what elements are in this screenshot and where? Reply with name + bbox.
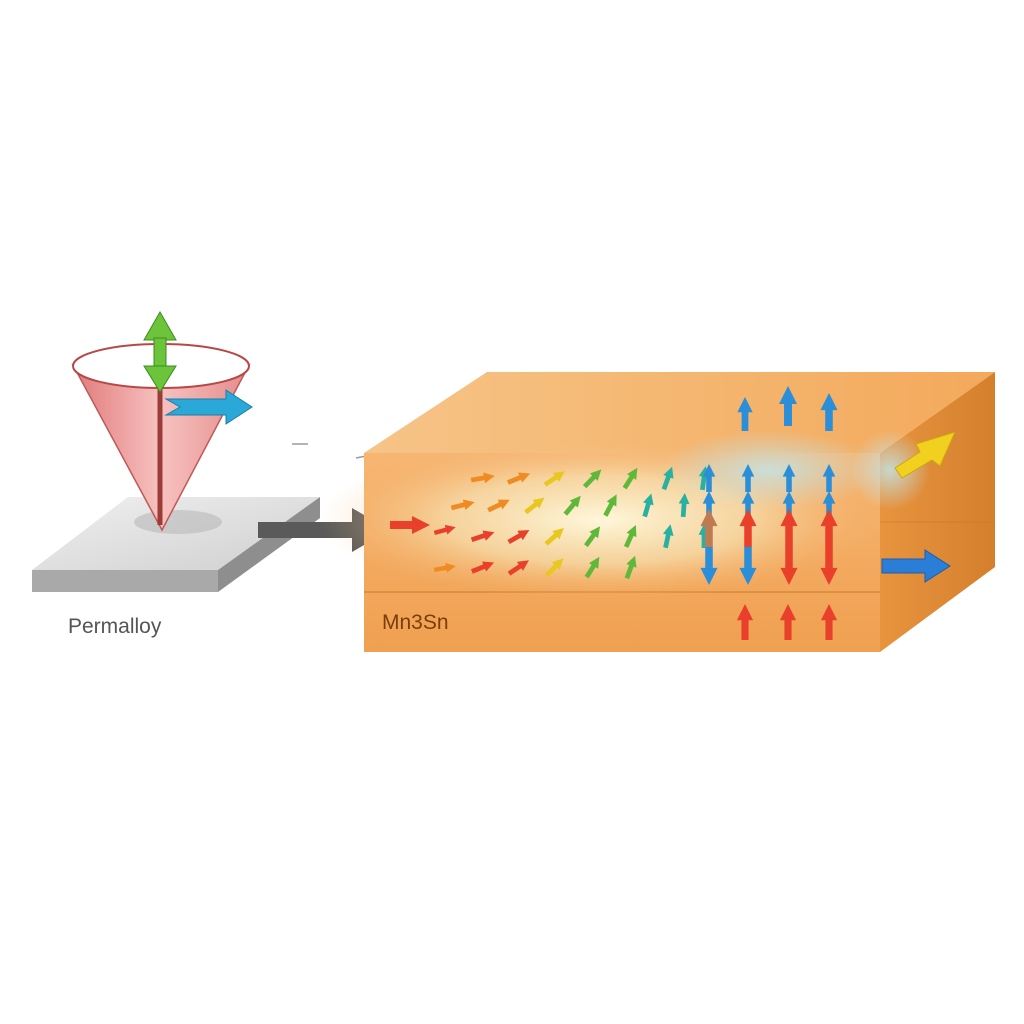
spin-arrow bbox=[470, 472, 495, 484]
spin-arrow-up bbox=[737, 397, 753, 431]
spin-arrow-field bbox=[390, 386, 838, 640]
spin-arrow-up bbox=[741, 464, 755, 492]
spin-arrow-up bbox=[779, 386, 797, 426]
spin-arrow bbox=[433, 524, 456, 535]
cone-shadow bbox=[134, 510, 222, 534]
mn3sn-label: Mn3Sn bbox=[382, 611, 449, 634]
spin-arrow-up bbox=[702, 464, 716, 492]
spin-arrow bbox=[507, 560, 529, 576]
blue-arrow-icon bbox=[164, 389, 253, 425]
spin-arrow bbox=[506, 472, 531, 485]
spin-arrow bbox=[642, 493, 654, 518]
spin-arrow bbox=[543, 471, 565, 487]
spin-arrow bbox=[623, 525, 637, 548]
yellow-output-arrow-icon bbox=[894, 431, 956, 479]
spin-arrow-up bbox=[700, 509, 718, 547]
spin-arrow-up bbox=[820, 604, 838, 640]
spin-arrow-up bbox=[782, 491, 796, 519]
spin-arrow bbox=[662, 524, 674, 549]
spin-arrow-down bbox=[700, 547, 718, 585]
spin-arrow-down bbox=[780, 547, 798, 585]
spin-arrow-up bbox=[820, 393, 838, 431]
spin-arrow bbox=[584, 556, 600, 579]
spin-arrow-down bbox=[820, 547, 838, 585]
spin-arrow bbox=[544, 527, 564, 546]
spin-arrow bbox=[622, 467, 638, 490]
spin-arrow bbox=[678, 493, 690, 518]
spin-arrow-up bbox=[779, 604, 797, 640]
spin-arrow bbox=[582, 469, 602, 489]
spin-arrow bbox=[450, 499, 475, 511]
spin-arrow bbox=[507, 530, 530, 545]
spin-arrow-up bbox=[741, 491, 755, 519]
spin-arrow bbox=[624, 555, 637, 580]
spin-arrow bbox=[470, 561, 495, 574]
spin-arrow bbox=[390, 516, 430, 534]
green-double-arrow-icon bbox=[143, 310, 177, 393]
spin-arrow bbox=[603, 494, 617, 517]
spin-arrow bbox=[661, 466, 674, 491]
spin-arrow-up bbox=[822, 464, 836, 492]
spin-arrow bbox=[524, 497, 545, 515]
spin-arrow-down bbox=[739, 547, 757, 585]
spin-arrow-up bbox=[820, 509, 838, 547]
spin-arrow-up bbox=[736, 604, 754, 640]
mn3sn-block bbox=[320, 372, 995, 652]
spin-arrow bbox=[584, 526, 601, 548]
dash-marks bbox=[292, 443, 367, 459]
spin-arrow-up bbox=[780, 509, 798, 547]
permalloy-label: Permalloy bbox=[68, 615, 162, 638]
spin-arrow-up bbox=[822, 491, 836, 519]
blue-output-arrow-icon bbox=[881, 549, 951, 583]
spin-arrow-up bbox=[782, 464, 796, 492]
spin-arrow-up bbox=[702, 491, 716, 519]
spin-arrow bbox=[544, 558, 564, 578]
spin-arrow bbox=[487, 499, 510, 513]
spin-arrow bbox=[563, 495, 581, 516]
spin-arrow bbox=[433, 562, 456, 573]
spin-arrow-up bbox=[739, 509, 757, 547]
spin-arrow bbox=[470, 530, 495, 542]
